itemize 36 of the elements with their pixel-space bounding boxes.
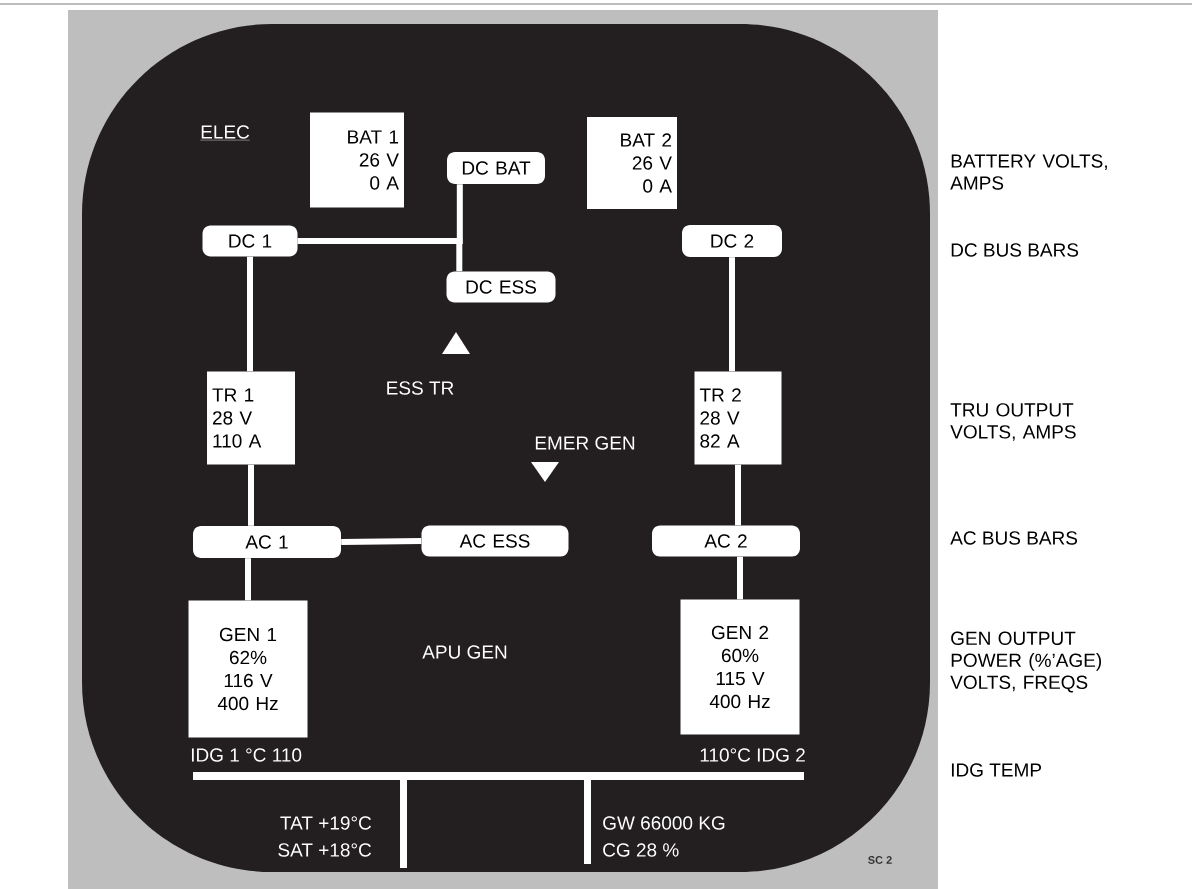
side-caption: AC BUS BARS — [950, 531, 1078, 545]
weight-readout: CG 28 % — [603, 843, 679, 857]
side-caption: IDG TEMP — [951, 763, 1041, 777]
bus-line — [248, 464, 254, 526]
source-label: ESS TR — [387, 381, 454, 395]
page-title: ELEC — [200, 125, 251, 141]
bus-line — [341, 538, 422, 545]
bus-bar: AC 2 — [652, 525, 800, 557]
readout-box: GEN 1 62% 116 V 400 Hz — [188, 600, 308, 738]
source-label: EMER GEN — [535, 436, 635, 450]
readout-box: GEN 2 60% 115 V 400 Hz — [680, 599, 800, 735]
bus-bar: DC ESS — [446, 271, 556, 303]
bus-line — [735, 464, 741, 526]
bus-bar: AC ESS — [421, 525, 569, 557]
side-caption: TRU OUTPUT VOLTS, AMPS — [950, 403, 1076, 441]
side-caption: GEN OUTPUT POWER (%’AGE) VOLTS, FREQS — [950, 631, 1101, 693]
screen-code: SC 2 — [868, 856, 892, 864]
readout-box: TR 1 28 V 110 A — [207, 371, 295, 465]
air-temperature-readout: SAT +18°C — [278, 843, 372, 857]
bus-bar: DC 2 — [682, 225, 782, 257]
source-label: APU GEN — [422, 645, 507, 659]
readout-box: BAT 1 26 V 0 A — [310, 112, 404, 208]
readout-box: TR 2 28 V 82 A — [694, 371, 782, 465]
weight-readout: GW 66000 KG — [603, 816, 725, 830]
bus-line — [247, 256, 253, 372]
bus-bar: DC 1 — [202, 225, 298, 257]
bus-line — [245, 558, 251, 601]
bus-line — [737, 556, 743, 600]
air-temperature-readout: TAT +19°C — [280, 816, 372, 830]
bus-line — [729, 257, 735, 372]
bus-bar: DC BAT — [447, 152, 545, 184]
readout-box: BAT 2 26 V 0 A — [587, 117, 677, 209]
side-caption: DC BUS BARS — [951, 243, 1079, 257]
side-caption: BATTERY VOLTS, AMPS — [950, 154, 1107, 190]
bus-bar: AC 1 — [193, 526, 341, 558]
bus-line — [297, 238, 463, 272]
